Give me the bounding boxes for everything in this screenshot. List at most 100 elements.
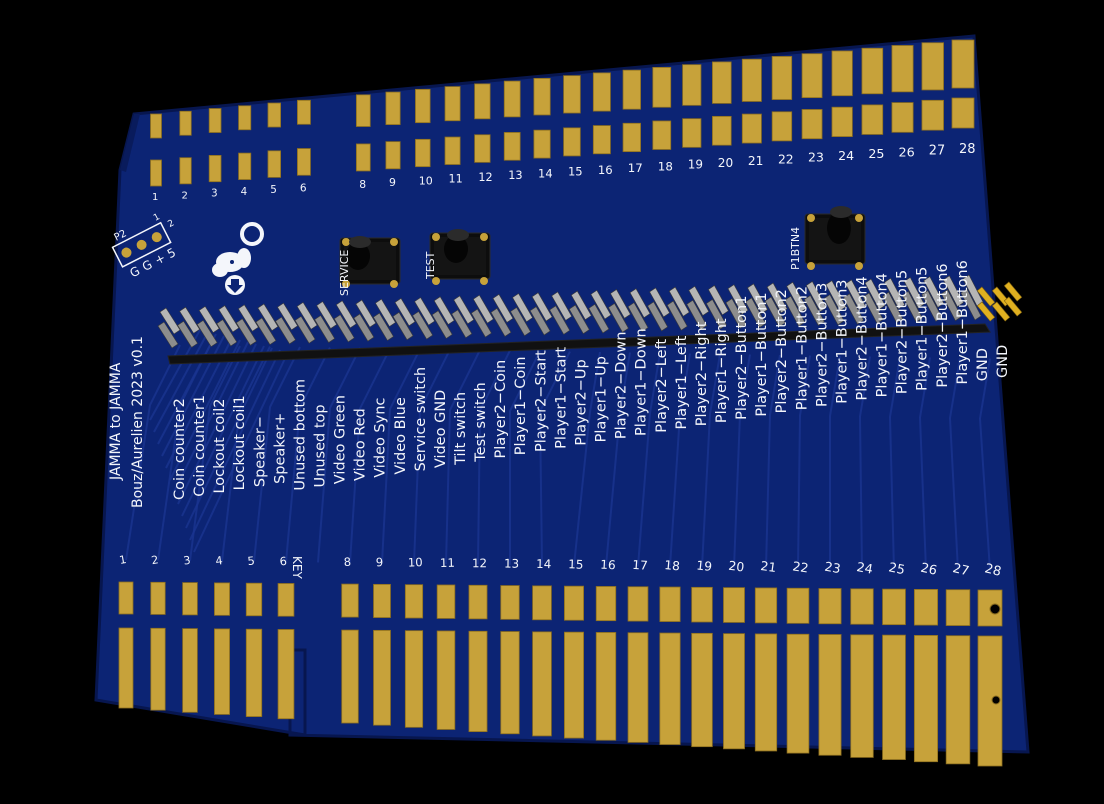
arrow-down-icon [225,275,245,295]
top-edge-finger [238,105,252,131]
header-pin [316,301,338,329]
header-pin [784,295,806,327]
trace-line [445,349,481,565]
bottom-edge-pin-number: 16 [600,557,616,572]
header-pin [745,297,766,328]
signal-label: Video GND [433,390,449,468]
top-edge-connector [150,39,975,187]
top-edge-pad [951,97,975,129]
header-pin [159,307,181,335]
signal-label: Player2−Button1 [734,296,750,420]
bottom-edge-pad [627,586,649,622]
trace-line [317,347,361,563]
bottom-edge-pad [723,587,745,623]
signal-label: Player2−Right [694,321,710,426]
trace-line [169,339,241,481]
top-edge-finger [474,83,491,120]
test-switch-label: TEST [424,251,437,280]
top-edge-finger [503,80,521,118]
header-pin [179,306,200,334]
top-edge-pin-number: 17 [628,161,643,175]
header-pin [705,299,727,330]
header-pin [786,281,808,313]
top-edge-finger [771,56,793,100]
top-edge-finger [297,99,311,125]
signal-label: Lockout coil2 [212,399,228,494]
top-edge-pad [415,138,431,168]
bottom-edge-finger [468,630,488,733]
bottom-edge-finger [945,635,971,765]
p1btn4-switch[interactable]: P1BTN4 [789,206,866,270]
board-title: JAMMA to JAMMA [108,362,124,481]
trace-line [185,347,273,529]
header-gold-pin [1003,296,1023,317]
bottom-edge-pad [150,581,166,615]
signal-label: Video Red [353,408,369,481]
trace-line [637,352,661,567]
header-pin [921,290,943,322]
bottom-edge-finger [882,634,906,760]
bottom-edge-pin-number: 12 [472,556,487,570]
signal-label: Video Green [333,395,349,484]
bottom-edge-finger [182,628,198,713]
mounting-hole [989,603,1001,615]
bottom-edge-pin-number: 24 [855,559,874,577]
header-pin [294,315,316,344]
signal-label: Player1−Down [634,328,650,436]
bottom-edge-pin-number: 13 [504,557,519,571]
signal-label: Player1−Button3 [834,279,850,403]
signal-label: Player1−Button1 [754,292,770,416]
header-pin [451,309,473,339]
top-edge-pad [682,118,702,148]
top-edge-pad [208,155,222,183]
top-edge-finger [951,39,975,89]
header-pin [588,303,610,334]
test-switch[interactable]: TEST [424,229,491,285]
trace-layer [125,329,991,571]
trace-line [509,350,541,565]
top-edge-finger [741,58,762,102]
bottom-edge-finger [532,631,552,737]
header-pin [627,302,649,333]
top-edge-pin-number: 27 [929,144,945,159]
bottom-edge-pin-number: 28 [983,561,1003,580]
trace-line [477,350,511,565]
signal-label: Player2−Up [573,359,589,445]
pin-header [157,274,991,365]
top-edge-pin-number: 10 [419,174,433,187]
header-pin [392,311,414,341]
bottom-edge-pad [818,588,842,625]
bottom-edge-finger [436,630,456,730]
header-pin [901,290,923,323]
top-edge-pin-number: 2 [182,190,188,201]
bottom-edge-pin-number: 23 [824,559,842,576]
top-edge-pad [179,157,192,185]
top-edge-pin-number: 13 [508,168,522,182]
signal-label: Player1−Up [594,356,610,442]
top-edge-pad [444,136,461,165]
bottom-edge-pad [436,584,456,619]
bottom-edge-finger [564,631,584,739]
header-pin [668,286,690,317]
header-pin [610,289,631,319]
header-pin [490,307,512,337]
bottom-edge-finger [150,627,166,711]
header-pin [472,294,494,324]
top-edge-pad [891,102,914,133]
trace-line [413,349,451,564]
header-pin [314,315,336,343]
top-edge-finger [831,50,853,97]
header-pin [960,288,982,321]
trace-line [173,341,249,493]
service-switch[interactable]: SERVICE [338,236,401,296]
top-edge-pad [921,99,944,131]
top-edge-pad [831,106,853,137]
bottom-edge-pad [500,585,520,620]
trace-line [181,345,265,517]
bottom-edge-finger [913,635,939,763]
trace-line [189,349,281,541]
top-edge-pin-number: 24 [838,148,854,163]
bottom-edge-pin-number: 26 [919,561,938,579]
